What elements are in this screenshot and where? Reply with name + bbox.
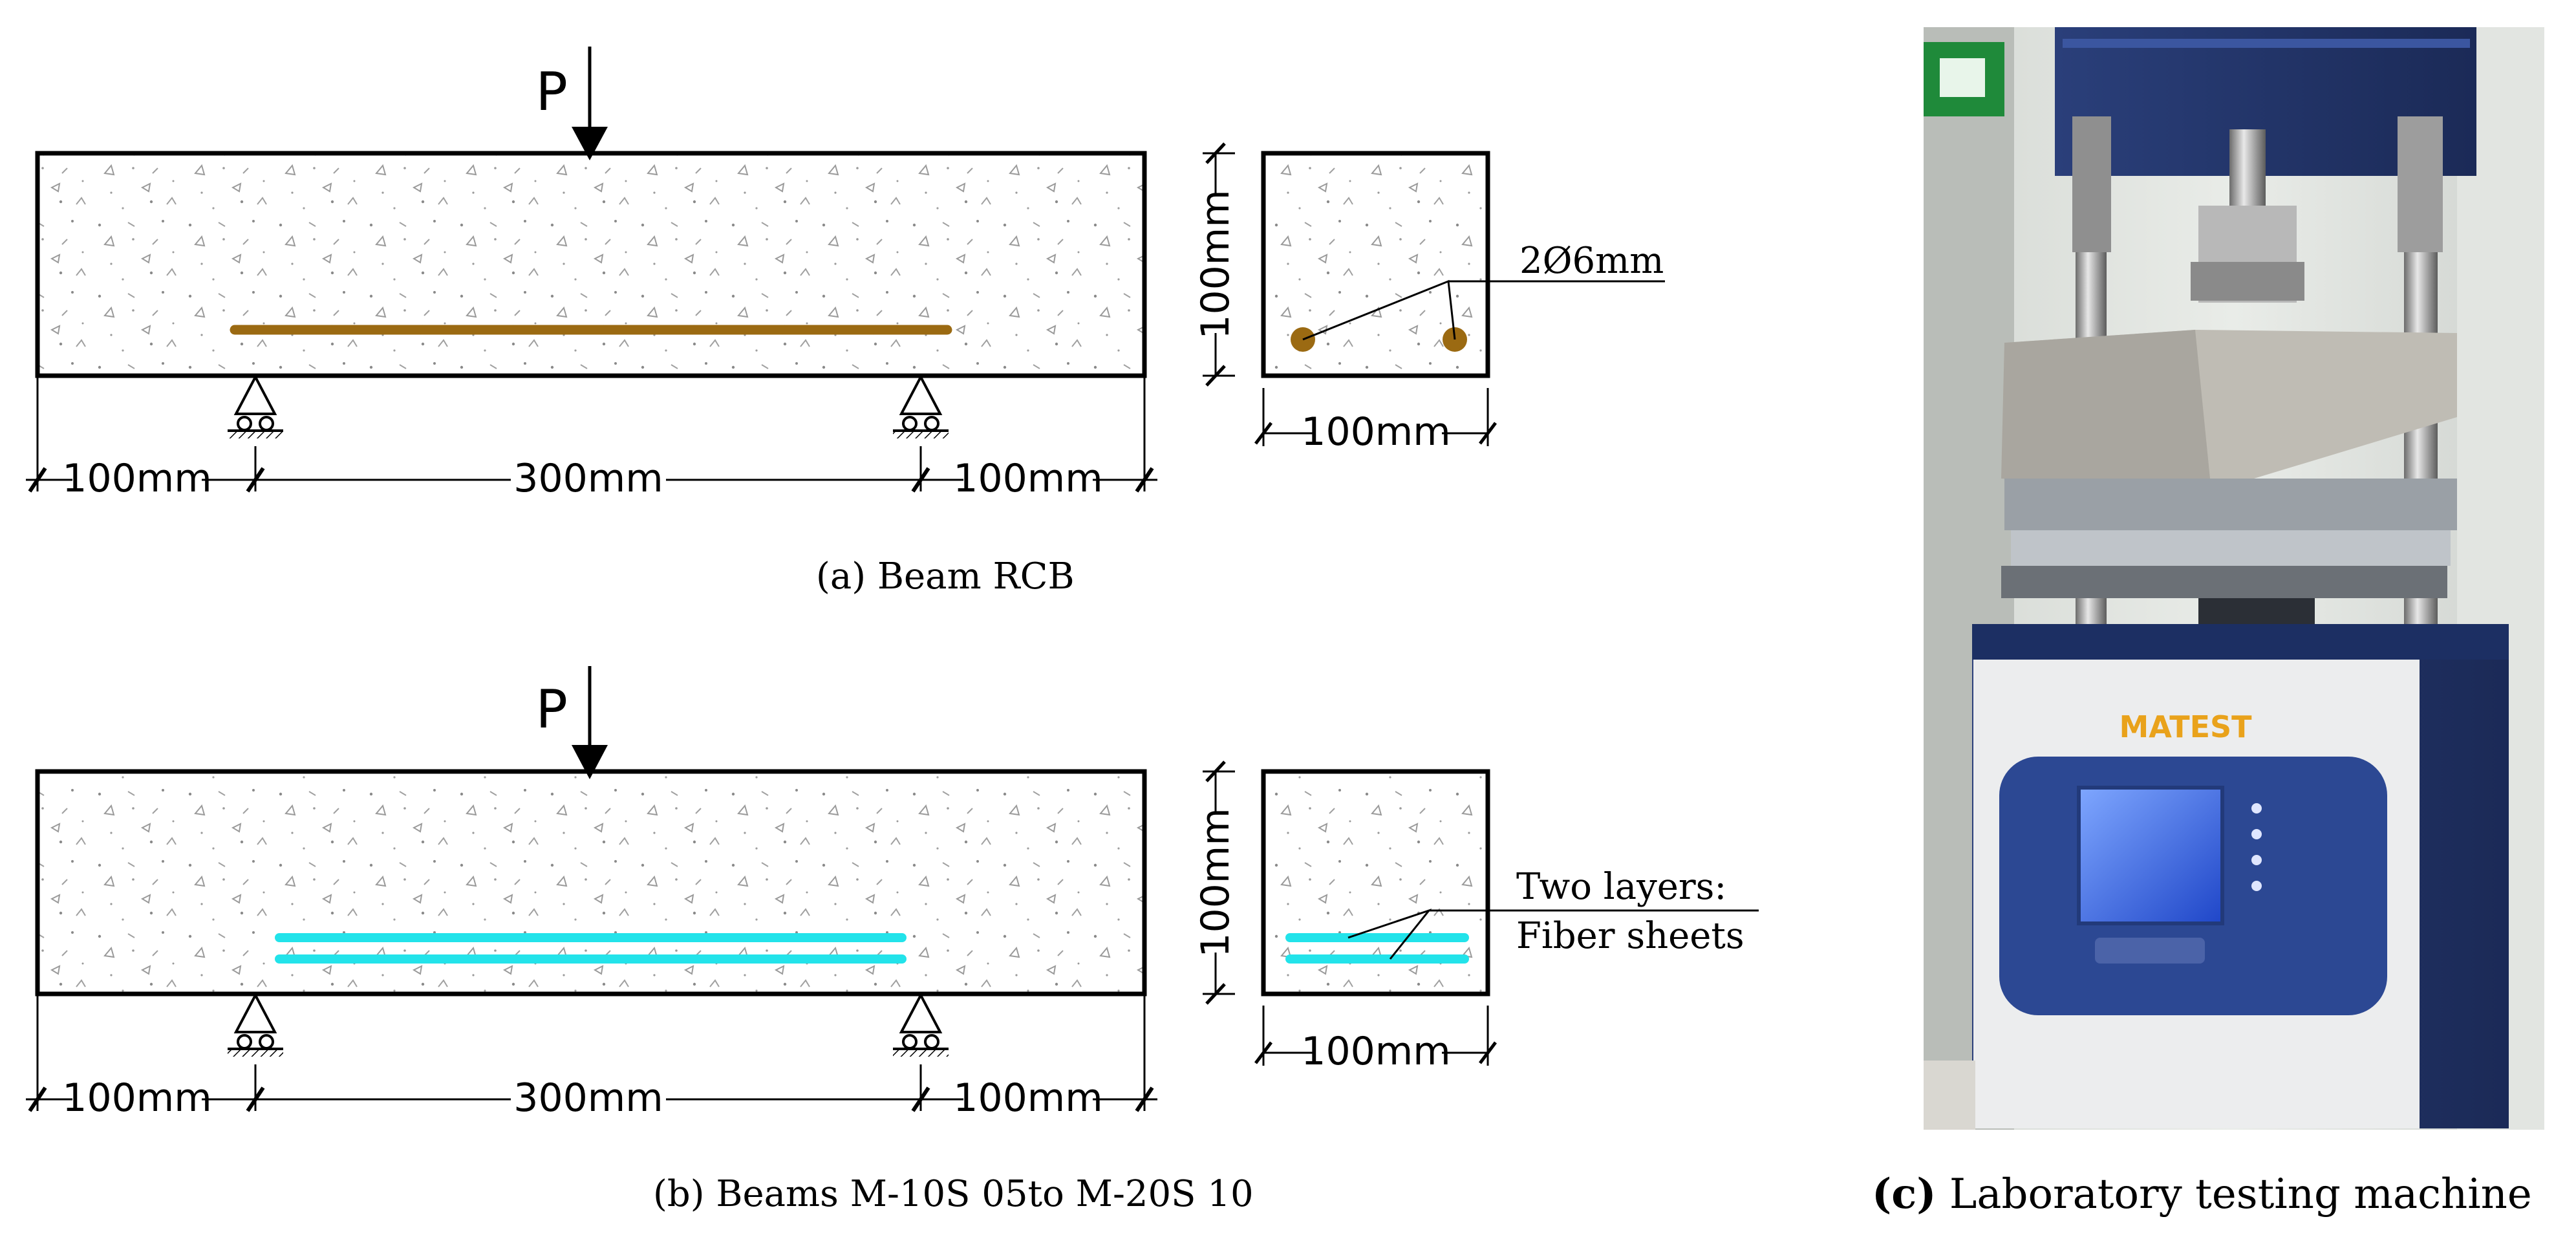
panel-a: P [26, 47, 1665, 598]
rebar-label: 2Ø6mm [1519, 240, 1664, 282]
dim-width-b: 100mm [1301, 1029, 1450, 1074]
span-dimensions-b: 100mm 300mm 100mm [26, 994, 1157, 1121]
testing-machine-photo: MATEST [1924, 27, 2544, 1130]
cross-section-b: Two layers: Fiber sheets 100mm 100mm [1193, 760, 1759, 1074]
dim-left-b: 100mm [62, 1075, 211, 1121]
load-arrow-b: P [536, 666, 608, 779]
load-label: P [536, 61, 568, 123]
roller-support-b [893, 992, 949, 1057]
caption-a: (a) Beam RCB [816, 555, 1075, 598]
caption-b: (b) Beams M-10S 05to M-20S 10 [653, 1173, 1254, 1215]
dim-width: 100mm [1301, 409, 1450, 455]
pin-support-b [228, 992, 283, 1057]
sheet-label-line1: Two layers: [1516, 866, 1726, 908]
dim-height-b: 100mm [1193, 808, 1238, 957]
brand-label: MATEST [2119, 709, 2252, 744]
svg-text:(c) Laboratory testing machine: (c) Laboratory testing machine [1872, 1170, 2532, 1218]
cross-section: 2Ø6mm 100mm 100mm [1193, 142, 1665, 455]
load-arrow: P [536, 47, 608, 160]
pin-support [228, 374, 283, 438]
panel-b: P [26, 666, 1759, 1215]
caption-c: (c) Laboratory testing machine [1872, 1170, 2532, 1218]
beam-elevation [35, 151, 1147, 378]
roller-support [893, 374, 949, 438]
caption-c-letter: (c) [1872, 1170, 1937, 1218]
dim-span-b: 300mm [513, 1075, 663, 1121]
dim-right-b: 100mm [953, 1075, 1102, 1121]
dim-right: 100mm [953, 456, 1102, 501]
caption-c-text: Laboratory testing machine [1937, 1170, 2532, 1218]
dim-left: 100mm [62, 456, 211, 501]
dim-height: 100mm [1193, 189, 1238, 339]
load-label-b: P [536, 679, 568, 740]
sheet-label-line2: Fiber sheets [1516, 915, 1744, 957]
dim-span: 300mm [513, 456, 663, 501]
span-dimensions: 100mm 300mm 100mm [26, 376, 1157, 501]
